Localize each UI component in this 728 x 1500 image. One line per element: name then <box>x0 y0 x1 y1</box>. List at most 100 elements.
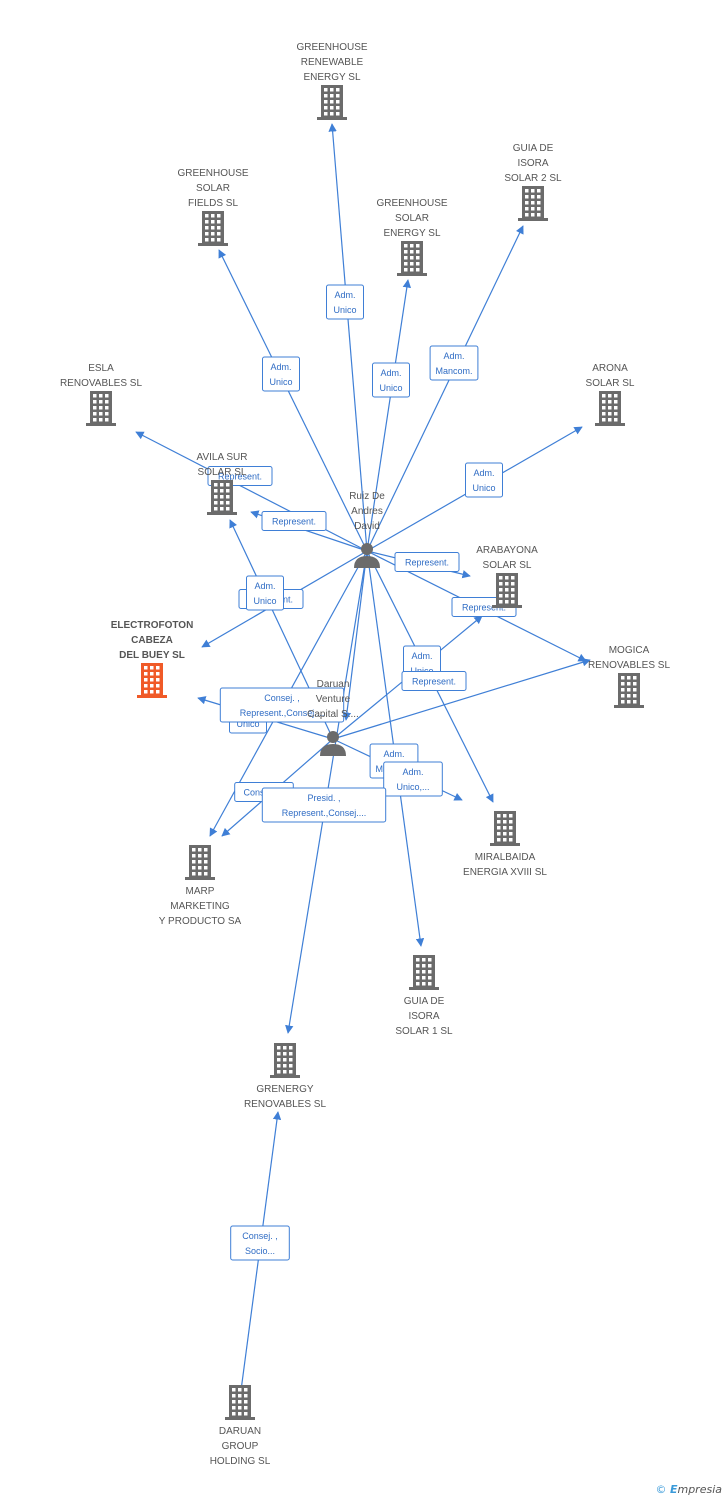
node-greenhouse-solar-fields[interactable]: GREENHOUSE SOLAR FIELDS SL <box>177 168 249 246</box>
node-label: SOLAR <box>395 213 429 224</box>
node-label: RENOVABLES SL <box>60 378 143 389</box>
node-label: GROUP <box>222 1441 259 1452</box>
relation-label-text: Adm. <box>443 351 464 361</box>
node-grenergy[interactable]: GRENERGY RENOVABLES SL <box>244 1043 327 1110</box>
relation-label-text: Represent. <box>405 558 449 568</box>
relation-label[interactable]: Represent. <box>401 671 467 691</box>
copyright-symbol: © <box>655 1483 667 1496</box>
node-daruan-group[interactable]: DARUAN GROUP HOLDING SL <box>210 1385 271 1467</box>
building-icon <box>198 211 228 246</box>
relation-label-text: Adm. <box>270 362 291 372</box>
relation-label-text: Unico <box>236 719 259 729</box>
node-esla[interactable]: ESLA RENOVABLES SL <box>60 363 143 426</box>
relation-label-text: Adm. <box>334 290 355 300</box>
node-label: David <box>354 521 380 532</box>
node-label: SOLAR 2 SL <box>504 173 562 184</box>
node-label: CABEZA <box>131 635 173 646</box>
relation-label-text: Represent. <box>462 603 506 613</box>
relation-label[interactable]: Adm.Mancom. <box>429 345 479 381</box>
node-label: SOLAR 1 SL <box>395 1026 453 1037</box>
relation-label-text: Represent. <box>272 517 316 527</box>
building-icon <box>86 391 116 426</box>
node-label: GREENHOUSE <box>177 168 248 179</box>
relation-label[interactable]: Consej. ,Represent.,Consej.... <box>219 687 345 723</box>
relation-label[interactable]: Adm. Unico <box>262 356 300 392</box>
relation-label-text: Represent. <box>412 677 456 687</box>
edge-ruiz-to-esla <box>135 431 368 552</box>
relation-label-text: Adm. <box>411 651 432 661</box>
relation-label[interactable]: Adm.Unico <box>465 462 503 498</box>
node-label: SOLAR <box>196 183 230 194</box>
node-label: SOLAR SL <box>198 467 247 478</box>
relation-label[interactable]: Represent. <box>394 552 460 572</box>
building-icon <box>225 1385 255 1420</box>
node-label: MARKETING <box>170 901 230 912</box>
building-icon <box>185 845 215 880</box>
node-label: MOGICA <box>609 645 650 656</box>
node-label: GREENHOUSE <box>296 42 367 53</box>
node-label: SOLAR SL <box>586 378 635 389</box>
person-icon <box>354 543 380 568</box>
node-label: FIELDS SL <box>188 198 238 209</box>
relation-label-text: Adm. <box>402 767 423 777</box>
node-label: HOLDING SL <box>210 1456 271 1467</box>
node-label: GRENERGY <box>256 1084 314 1095</box>
building-icon <box>614 673 644 708</box>
relation-label-text: Unico <box>253 596 276 606</box>
relation-label[interactable]: Represent. <box>261 511 327 531</box>
relation-label[interactable]: Adm. Unico <box>246 575 284 611</box>
building-icon <box>518 186 548 221</box>
node-label: GUIA DE <box>513 143 554 154</box>
node-label: RENEWABLE <box>301 57 364 68</box>
building-icon <box>409 955 439 990</box>
relation-label[interactable]: Consej. ,Socio... <box>230 1225 290 1261</box>
node-label: Venture <box>316 694 351 705</box>
empresia-logo: Empresia <box>669 1483 722 1496</box>
node-label: ENERGIA XVIII SL <box>463 867 547 878</box>
relation-label[interactable]: Adm. Unico,... <box>383 761 443 797</box>
relation-label-text: Unico,... <box>396 782 429 792</box>
relation-label-text: Adm. <box>254 581 275 591</box>
node-label: Capital S.... <box>307 709 359 720</box>
edge-ruiz-to-greenhouse-solar-fields <box>218 249 368 552</box>
node-label: ISORA <box>408 1011 439 1022</box>
node-label: Andres <box>351 506 383 517</box>
node-label: DEL BUEY SL <box>119 650 185 661</box>
relation-label-text: Adm. <box>383 749 404 759</box>
relation-label-text: Unico <box>379 383 402 393</box>
building-icon <box>490 811 520 846</box>
relation-label-text: Unico <box>269 377 292 387</box>
relation-label-text: Represent.,Consej.... <box>240 708 325 718</box>
relation-label-text: Represent.,Consej.... <box>282 808 367 818</box>
node-label: ESLA <box>88 363 114 374</box>
node-label: RENOVABLES SL <box>244 1099 327 1110</box>
relation-label[interactable]: Adm.Unico <box>326 284 364 320</box>
relation-label[interactable]: Presid. , Represent.,Consej.... <box>261 787 387 823</box>
edge-ruiz-to-greenhouse-renewable <box>328 123 368 552</box>
node-label: GREENHOUSE <box>376 198 447 209</box>
building-icon <box>207 480 237 515</box>
node-arona[interactable]: ARONA SOLAR SL <box>586 363 635 426</box>
relation-label[interactable]: Adm.Unico <box>372 362 410 398</box>
node-label: SOLAR SL <box>483 560 532 571</box>
person-icon <box>320 731 346 756</box>
building-icon <box>595 391 625 426</box>
node-label: Y PRODUCTO SA <box>159 916 242 927</box>
building-icon <box>317 85 347 120</box>
building-icon <box>270 1043 300 1078</box>
node-label: DARUAN <box>219 1426 261 1437</box>
node-label: ARONA <box>592 363 628 374</box>
relation-label-text: Presid. , <box>307 793 340 803</box>
